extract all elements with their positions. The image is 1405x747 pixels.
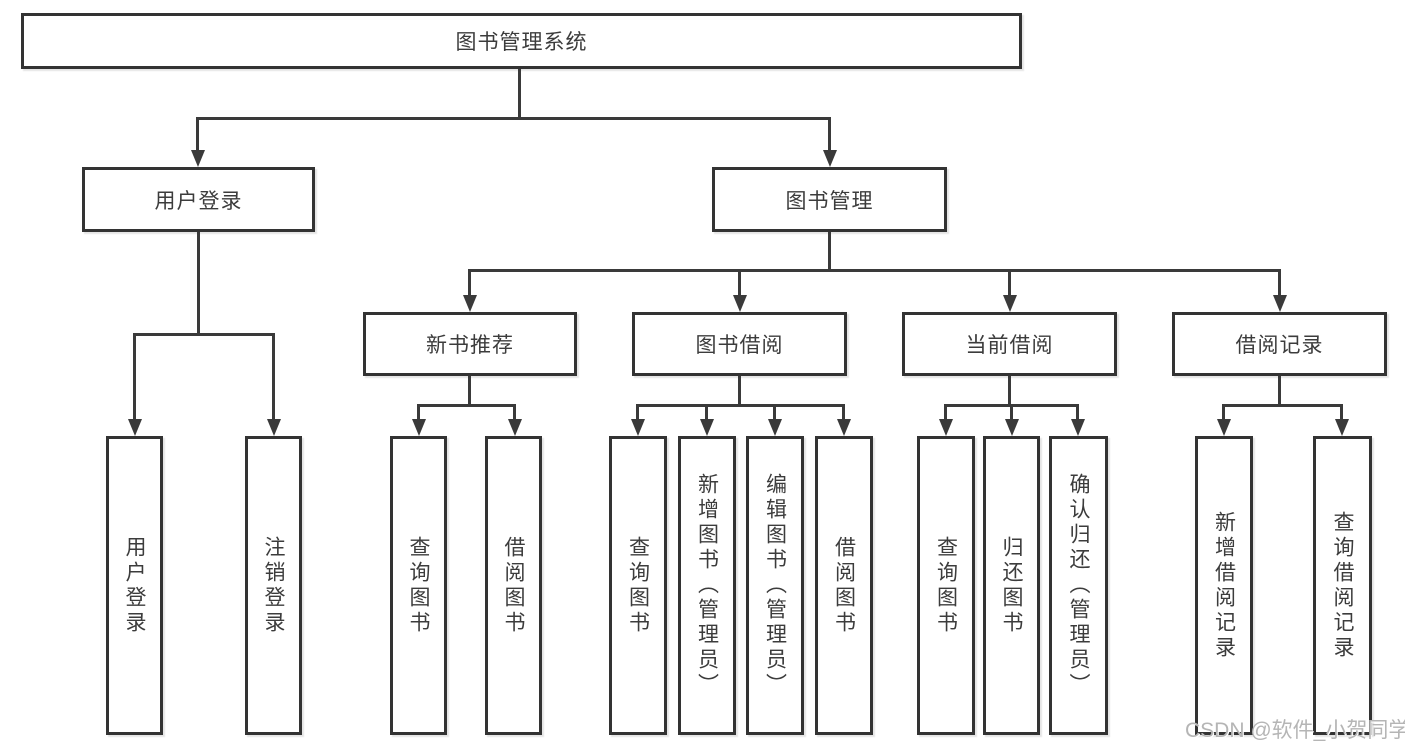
connector-stub bbox=[133, 333, 136, 421]
arrowhead bbox=[823, 150, 837, 167]
connector-stub bbox=[468, 269, 471, 296]
connector-stub bbox=[1222, 404, 1225, 421]
node-borrow-record: 借阅记录 bbox=[1172, 312, 1387, 376]
arrowhead bbox=[1071, 419, 1085, 436]
leaf-query-book-current-label: 查询图书 bbox=[934, 535, 958, 636]
leaf-borrow-book: 借阅图书 bbox=[815, 436, 873, 735]
arrowhead bbox=[128, 419, 142, 436]
connector-stub bbox=[944, 404, 947, 421]
arrowhead bbox=[191, 150, 205, 167]
connector-book-mgmt-stem bbox=[828, 232, 831, 271]
leaf-add-book-admin: 新增图书（管理员） bbox=[678, 436, 736, 735]
connector-stub bbox=[196, 117, 199, 153]
connector-l2-rail bbox=[196, 117, 831, 120]
connector-stem bbox=[738, 376, 741, 406]
arrowhead bbox=[1273, 295, 1287, 312]
leaf-edit-book-admin-label: 编辑图书（管理员） bbox=[763, 473, 787, 698]
connector-stub bbox=[272, 333, 275, 421]
node-borrow-record-label: 借阅记录 bbox=[1235, 334, 1324, 357]
arrowhead bbox=[768, 419, 782, 436]
arrowhead bbox=[1217, 419, 1231, 436]
leaf-query-book-current: 查询图书 bbox=[917, 436, 975, 735]
connector-stub bbox=[1340, 404, 1343, 421]
leaf-edit-book-admin: 编辑图书（管理员） bbox=[746, 436, 804, 735]
leaf-query-borrow-record-label: 查询借阅记录 bbox=[1331, 510, 1354, 661]
node-new-book-recommend: 新书推荐 bbox=[363, 312, 577, 376]
connector-user-login-stem bbox=[197, 232, 200, 335]
connector-stub bbox=[417, 404, 420, 421]
connector-rail bbox=[417, 404, 516, 407]
node-current-borrow: 当前借阅 bbox=[902, 312, 1117, 376]
connector-stub bbox=[1010, 404, 1013, 421]
leaf-logout-label: 注销登录 bbox=[262, 535, 285, 636]
leaf-add-book-admin-label: 新增图书（管理员） bbox=[695, 473, 719, 698]
leaf-query-borrow-record: 查询借阅记录 bbox=[1313, 436, 1372, 735]
leaf-logout: 注销登录 bbox=[245, 436, 302, 735]
leaf-confirm-return-admin-label: 确认归还（管理员） bbox=[1067, 473, 1090, 698]
arrowhead bbox=[267, 419, 281, 436]
leaf-borrow-book-recommend: 借阅图书 bbox=[485, 436, 542, 735]
csdn-watermark: CSDN @软件_小贺同学 bbox=[1185, 719, 1405, 742]
connector-rail bbox=[636, 404, 845, 407]
connector-stub bbox=[513, 404, 516, 421]
node-book-borrow: 图书借阅 bbox=[632, 312, 847, 376]
leaf-query-book-recommend-label: 查询图书 bbox=[407, 535, 430, 636]
arrowhead bbox=[939, 419, 953, 436]
connector-user-login-rail bbox=[133, 333, 275, 336]
connector-stub bbox=[738, 269, 741, 296]
connector-stub bbox=[1278, 269, 1281, 296]
arrowhead bbox=[733, 295, 747, 312]
arrowhead bbox=[631, 419, 645, 436]
leaf-add-borrow-record: 新增借阅记录 bbox=[1195, 436, 1253, 735]
connector-stem bbox=[1008, 376, 1011, 406]
connector-stem bbox=[468, 376, 471, 406]
arrowhead bbox=[1003, 295, 1017, 312]
arrowhead bbox=[837, 419, 851, 436]
leaf-borrow-book-label: 借阅图书 bbox=[832, 535, 856, 636]
leaf-query-book-borrow: 查询图书 bbox=[609, 436, 667, 735]
leaf-user-login-label: 用户登录 bbox=[123, 535, 146, 636]
connector-stub bbox=[1076, 404, 1079, 421]
node-current-borrow-label: 当前借阅 bbox=[965, 334, 1054, 357]
connector-stem bbox=[1278, 376, 1281, 406]
arrowhead bbox=[1005, 419, 1019, 436]
arrowhead bbox=[1335, 419, 1349, 436]
connector-stub bbox=[705, 404, 708, 421]
arrowhead bbox=[412, 419, 426, 436]
connector-stub bbox=[636, 404, 639, 421]
leaf-add-borrow-record-label: 新增借阅记录 bbox=[1212, 510, 1236, 661]
leaf-query-book-borrow-label: 查询图书 bbox=[626, 535, 650, 636]
connector-stub bbox=[842, 404, 845, 421]
connector-root-stem bbox=[518, 69, 521, 119]
node-root-label: 图书管理系统 bbox=[455, 31, 588, 54]
leaf-query-book-recommend: 查询图书 bbox=[390, 436, 447, 735]
leaf-return-book-label: 归还图书 bbox=[1000, 535, 1023, 636]
connector-stub bbox=[828, 117, 831, 153]
arrowhead bbox=[508, 419, 522, 436]
connector-rail bbox=[1222, 404, 1343, 407]
node-book-borrow-label: 图书借阅 bbox=[695, 334, 784, 357]
node-new-book-recommend-label: 新书推荐 bbox=[426, 334, 514, 357]
leaf-borrow-book-recommend-label: 借阅图书 bbox=[502, 535, 525, 636]
node-book-management: 图书管理 bbox=[712, 167, 947, 232]
connector-stub bbox=[1008, 269, 1011, 296]
connector-l3-rail bbox=[468, 269, 1281, 272]
node-user-login-label: 用户登录 bbox=[154, 189, 243, 213]
leaf-return-book: 归还图书 bbox=[983, 436, 1040, 735]
arrowhead bbox=[700, 419, 714, 436]
leaf-confirm-return-admin: 确认归还（管理员） bbox=[1049, 436, 1108, 735]
node-root: 图书管理系统 bbox=[21, 13, 1022, 69]
leaf-user-login: 用户登录 bbox=[106, 436, 163, 735]
arrowhead bbox=[463, 295, 477, 312]
connector-stub bbox=[773, 404, 776, 421]
node-book-management-label: 图书管理 bbox=[785, 189, 874, 213]
node-user-login: 用户登录 bbox=[82, 167, 315, 232]
